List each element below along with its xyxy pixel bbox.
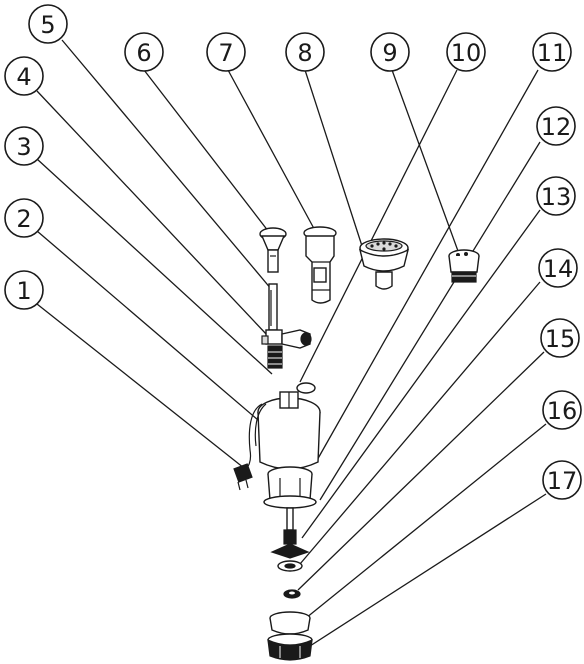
part-14-seal-ring [277, 560, 303, 572]
callout-15-label: 15 [545, 325, 576, 353]
callout-4-label: 4 [16, 63, 31, 91]
leader-line-5 [61, 39, 273, 291]
callout-5: 5 [28, 4, 68, 44]
callout-9-label: 9 [382, 39, 397, 67]
callout-9: 9 [370, 32, 410, 72]
part-16-cap-ring [269, 611, 311, 635]
callout-10-label: 10 [451, 39, 482, 67]
leader-line-16 [305, 423, 547, 619]
leader-line-7 [227, 69, 319, 237]
leader-line-13 [301, 209, 541, 539]
callout-2: 2 [4, 198, 44, 238]
callout-5-label: 5 [40, 11, 55, 39]
part-2-pump-body [257, 391, 321, 470]
callout-7: 7 [206, 32, 246, 72]
part-9-small-nozzle [448, 249, 480, 283]
callout-16-label: 16 [547, 397, 578, 425]
part-1-cord-plug [233, 403, 267, 491]
part-8-spray-head [358, 238, 410, 290]
leader-line-3 [36, 158, 273, 375]
callout-15: 15 [540, 318, 580, 358]
leader-line-4 [36, 90, 269, 337]
callout-14-label: 14 [543, 255, 574, 283]
leader-lines [36, 39, 547, 647]
callout-14: 14 [538, 248, 578, 288]
part-5-rod [268, 283, 278, 331]
leader-line-10 [299, 69, 458, 383]
callout-1: 1 [4, 270, 44, 310]
callout-16: 16 [542, 390, 582, 430]
callout-17-label: 17 [547, 467, 578, 495]
leader-line-17 [309, 493, 547, 647]
part-11-base-housing [263, 466, 317, 509]
callout-17: 17 [542, 460, 582, 500]
callout-8: 8 [285, 32, 325, 72]
leader-line-12 [319, 141, 541, 501]
callout-4: 4 [4, 56, 44, 96]
callout-3: 3 [4, 126, 44, 166]
part-6-top-cap [259, 227, 287, 273]
callout-11: 11 [532, 32, 572, 72]
callout-12: 12 [536, 106, 576, 146]
leader-line-2 [36, 230, 259, 421]
part-17-bottom-cap [267, 633, 313, 661]
leader-line-9 [391, 69, 463, 263]
part-13-impeller [270, 529, 310, 559]
leader-line-8 [304, 69, 363, 247]
callout-13: 13 [536, 176, 576, 216]
callout-10: 10 [446, 32, 486, 72]
callout-1-label: 1 [16, 277, 31, 305]
callout-2-label: 2 [16, 205, 31, 233]
part-4-valve [261, 329, 312, 349]
leader-line-6 [143, 69, 273, 237]
part-7-nozzle-body [303, 226, 337, 304]
leader-line-15 [297, 351, 545, 591]
part-10-washer [296, 382, 316, 394]
callout-7-label: 7 [218, 39, 233, 67]
callout-bubbles: 1 2 3 4 5 6 7 8 [4, 4, 582, 500]
part-15-o-ring [283, 589, 301, 599]
leader-line-11 [315, 69, 539, 463]
callout-12-label: 12 [541, 113, 572, 141]
callout-8-label: 8 [297, 39, 312, 67]
callout-6: 6 [124, 32, 164, 72]
callout-13-label: 13 [541, 183, 572, 211]
leader-line-14 [299, 281, 541, 565]
part-12-shaft [286, 507, 294, 531]
callout-3-label: 3 [16, 133, 31, 161]
callout-11-label: 11 [537, 39, 568, 67]
leader-line-1 [36, 303, 245, 469]
part-3-threaded-fitting [267, 345, 283, 369]
callout-6-label: 6 [136, 39, 151, 67]
